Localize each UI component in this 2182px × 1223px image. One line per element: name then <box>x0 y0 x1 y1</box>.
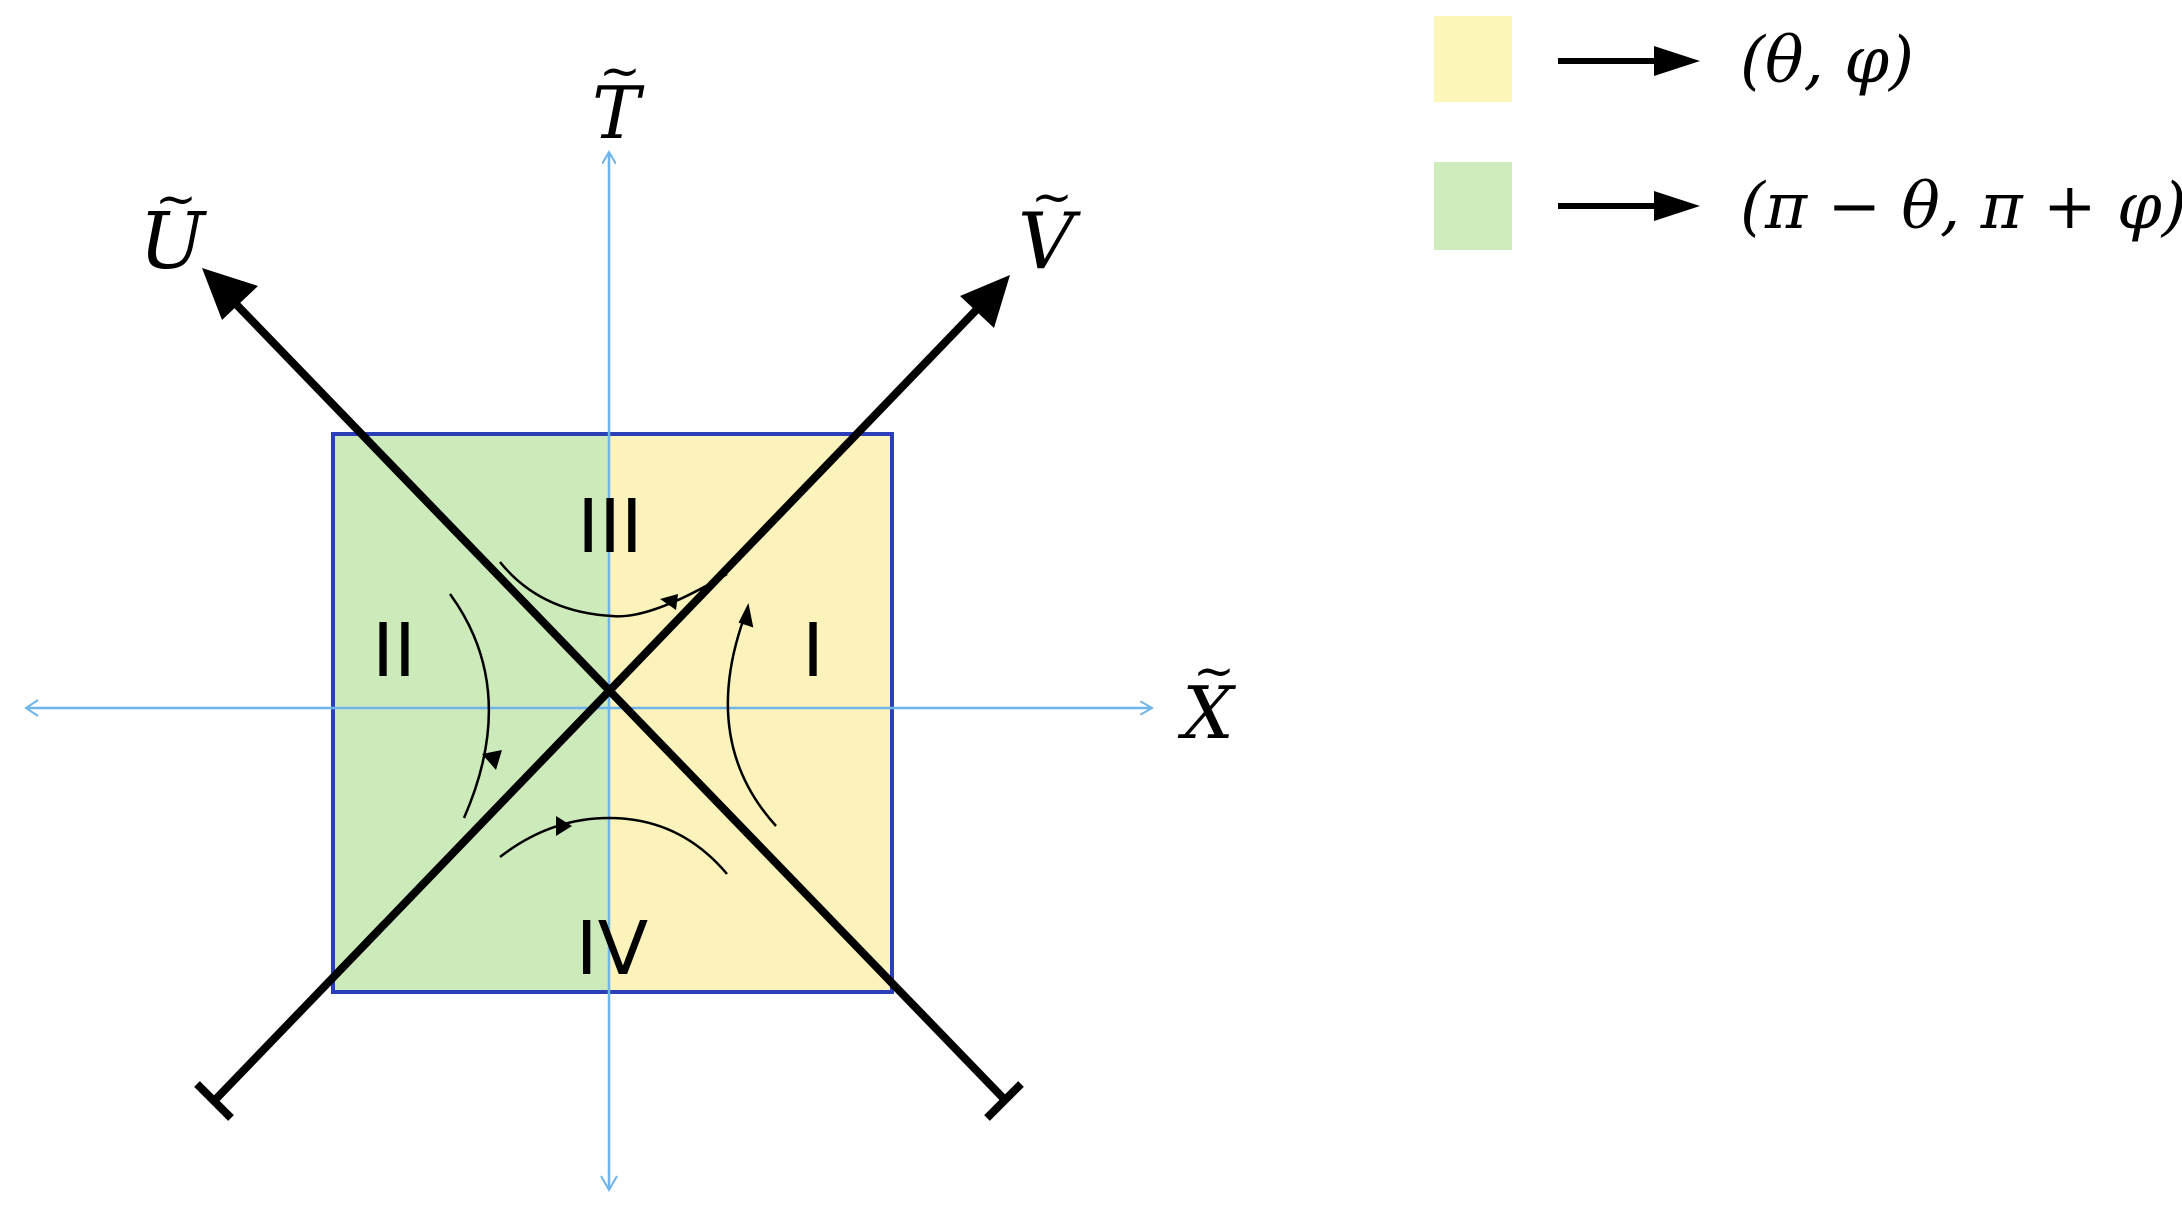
u-axis-line <box>229 297 1008 1103</box>
u-axis-label: U <box>139 197 207 287</box>
v-axis-line <box>212 301 985 1103</box>
legend-text-yellow: (θ, φ) <box>1740 24 1914 98</box>
legend-swatch-green <box>1434 162 1512 250</box>
x-axis-label: X <box>1177 671 1236 755</box>
flow-arrow-region-IV <box>556 816 572 836</box>
u-axis-arrowhead <box>202 268 258 320</box>
flow-curve-region-II <box>448 593 491 819</box>
region-yellow-fill <box>609 434 892 992</box>
flow-arrow-region-I <box>738 602 754 628</box>
region-label-II: II <box>372 608 416 694</box>
legend: (θ, φ) (π − θ, π + φ) <box>1434 16 2182 250</box>
flow-arrow-region-II <box>482 750 502 770</box>
legend-text-green: (π − θ, π + φ) <box>1740 170 2182 244</box>
region-label-IV: IV <box>576 906 649 992</box>
v-axis-label: V <box>1018 197 1081 287</box>
v-axis-arrowhead <box>960 275 1010 328</box>
u-axis-endbar <box>984 1081 1024 1121</box>
region-green-fill <box>333 434 609 992</box>
u-axis-tilde: ~ <box>155 170 197 228</box>
legend-arrowhead-yellow <box>1654 46 1700 76</box>
flow-curve-region-III <box>499 561 728 618</box>
legend-swatch-yellow <box>1434 16 1512 102</box>
legend-arrowhead-green <box>1654 191 1700 221</box>
region-label-III: III <box>577 484 642 570</box>
t-axis-label: T <box>592 71 645 155</box>
square-boundary <box>331 432 894 994</box>
v-axis-endbar <box>194 1081 234 1121</box>
t-axis-bottom-head <box>600 1175 618 1193</box>
v-axis-tilde: ~ <box>1031 168 1073 226</box>
x-axis-left-head <box>24 699 39 717</box>
x-axis-tilde: ~ <box>1193 642 1235 700</box>
t-axis-tilde: ~ <box>599 42 641 100</box>
flow-curve-region-I <box>726 617 777 827</box>
flow-curve-region-IV <box>499 816 728 875</box>
flow-arrow-region-III <box>660 594 678 610</box>
region-label-I: I <box>802 608 824 694</box>
